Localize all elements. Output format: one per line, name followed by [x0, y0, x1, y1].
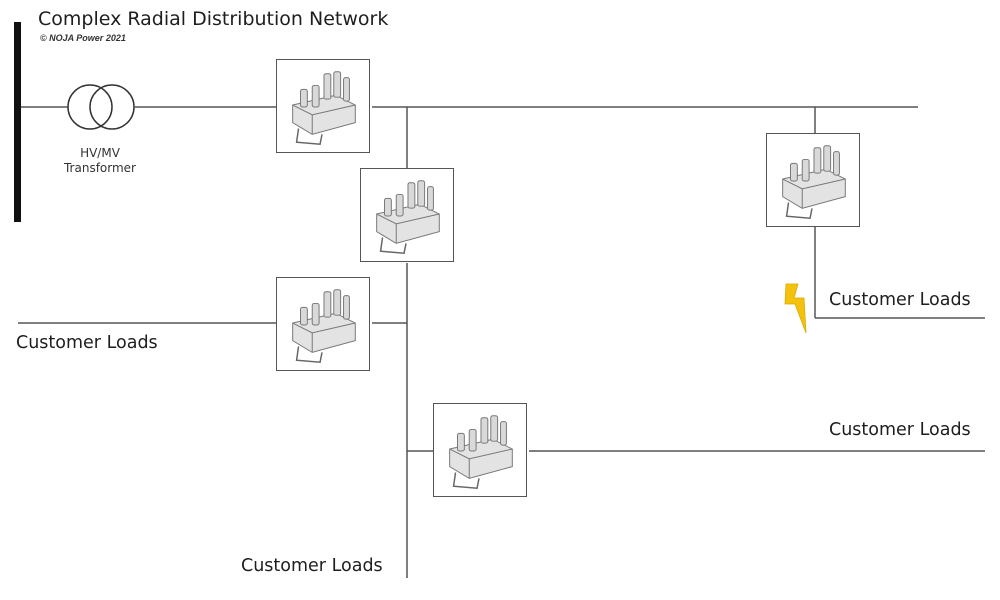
recloser-4 — [433, 403, 527, 497]
copyright-notice: © NOJA Power 2021 — [40, 33, 126, 43]
busbar — [14, 22, 21, 222]
recloser-icon — [292, 289, 356, 363]
recloser-1 — [276, 59, 370, 153]
recloser-icon — [449, 415, 513, 489]
transformer-label: HV/MV Transformer — [60, 146, 140, 176]
recloser-icon — [782, 145, 846, 219]
customer-loads-right-lower: Customer Loads — [829, 420, 971, 440]
customer-loads-right-upper: Customer Loads — [829, 290, 971, 310]
transformer-label-line2: Transformer — [63, 161, 136, 175]
customer-loads-bottom: Customer Loads — [241, 556, 383, 576]
customer-loads-left: Customer Loads — [16, 333, 158, 353]
recloser-3 — [276, 277, 370, 371]
lightning-bolt-icon — [784, 283, 807, 334]
recloser-icon — [292, 71, 356, 145]
recloser-icon — [376, 180, 440, 254]
recloser-2 — [360, 168, 454, 262]
transformer-symbol-icon — [67, 84, 135, 130]
transformer-label-line1: HV/MV — [80, 146, 120, 160]
diagram-title: Complex Radial Distribution Network — [38, 8, 389, 30]
recloser-5 — [766, 133, 860, 227]
